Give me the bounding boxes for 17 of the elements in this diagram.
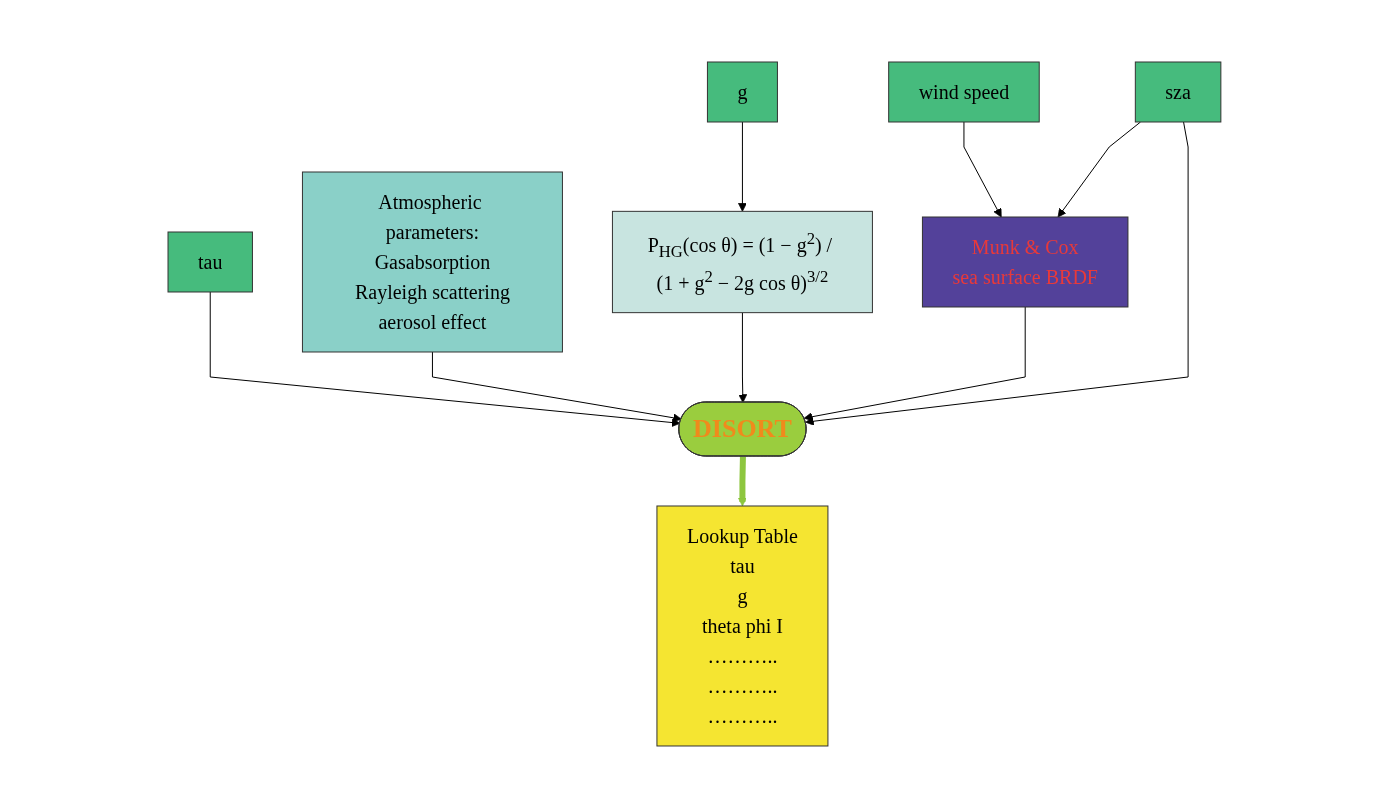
arrow: [431, 351, 682, 423]
arrow: [803, 306, 1026, 422]
node-box: wind speed: [887, 61, 1040, 123]
arrow: [737, 456, 747, 507]
arrow: [963, 121, 1002, 218]
arrow: [1057, 121, 1141, 218]
node-box: Munk & Cox sea surface BRDF: [921, 216, 1128, 308]
node-box: sza: [1134, 61, 1221, 123]
node-box: Lookup Table tau g theta phi I ……….. ……….. ………..: [656, 505, 828, 747]
node-box: Atmospheric parameters: Gasabsorption Rayleigh scattering aerosol effect: [301, 171, 563, 353]
arrow: [737, 121, 747, 212]
node-box: P$_{HG}$(cos θ) = (1 − g$^{2}$) / (1 + g$^{2}$ − 2g cos θ)$^{3/2}$: [611, 210, 873, 314]
node-box: g: [706, 61, 778, 123]
arrow: [737, 312, 747, 403]
node-box: tau: [167, 231, 253, 293]
arrow: [209, 291, 680, 427]
arrow: [804, 121, 1189, 426]
